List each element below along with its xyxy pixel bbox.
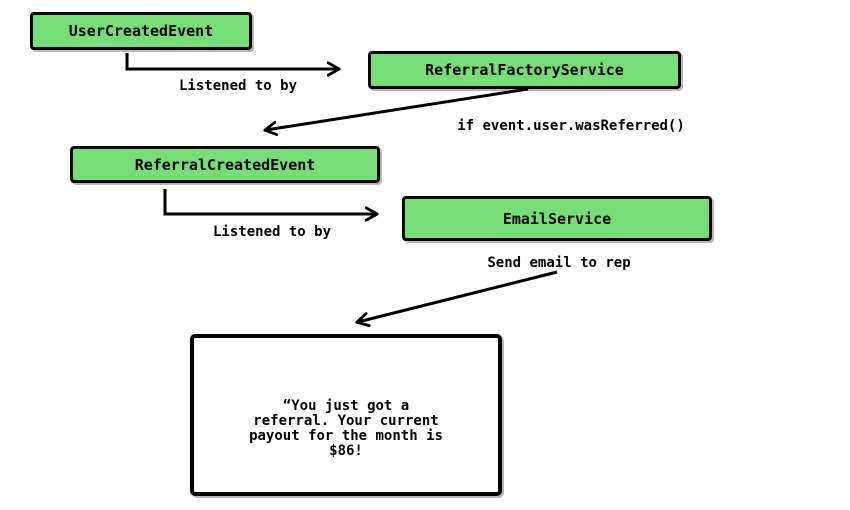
node-email-service: EmailService <box>402 196 712 241</box>
edge-label-send-email-to-rep: Send email to rep <box>487 255 631 271</box>
arrow-referral-to-email <box>163 189 376 214</box>
arrow-email-to-message <box>358 270 558 322</box>
node-referral-factory-service: ReferralFactoryService <box>368 51 681 89</box>
node-referral-created-event: ReferralCreatedEvent <box>70 146 380 183</box>
node-user-created-event-label: UserCreatedEvent <box>68 22 214 40</box>
edge-label-listened-to-by-2: Listened to by <box>212 224 332 240</box>
message-box-text: “You just got a referral. Your current p… <box>249 398 443 459</box>
node-referral-factory-service-label: ReferralFactoryService <box>425 61 624 79</box>
arrow-user-to-factory <box>125 53 338 69</box>
node-referral-created-event-label: ReferralCreatedEvent <box>134 155 316 174</box>
node-user-created-event: UserCreatedEvent <box>30 12 252 50</box>
edge-label-listened-to-by-1: Listened to by <box>178 78 298 94</box>
edge-label-if-was-referred: if event.user.wasReferred() <box>457 118 685 134</box>
message-box: “You just got a referral. Your current p… <box>190 334 502 496</box>
node-email-service-label: EmailService <box>502 209 612 228</box>
